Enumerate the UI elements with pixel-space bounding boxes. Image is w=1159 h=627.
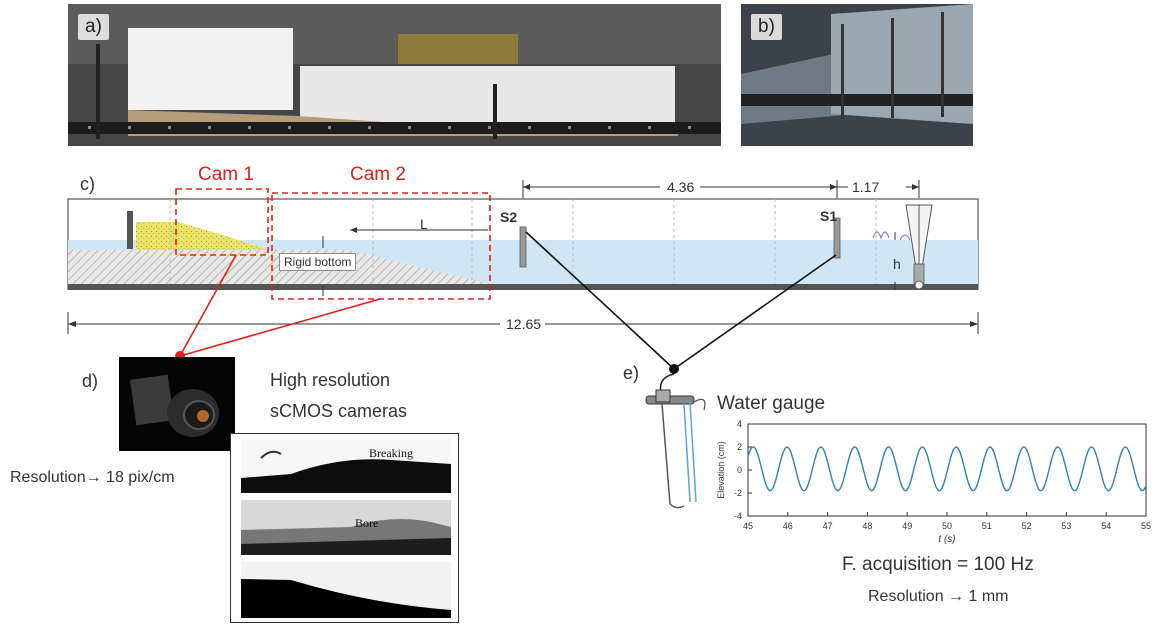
water-gauge-title: Water gauge <box>717 393 826 414</box>
acquisition-rate: F. acquisition = 100 Hz <box>842 554 1034 575</box>
camera-resolution: Resolution→ 18 pix/cm <box>10 469 175 486</box>
x-tick-label: 54 <box>1101 521 1111 531</box>
camera-icon <box>129 374 219 437</box>
camera-title-line1: High resolution <box>270 370 391 390</box>
panel-label-e: e) <box>623 363 640 383</box>
camera-frames: Breaking Bore <box>230 433 459 623</box>
cam2-fov <box>271 192 491 300</box>
frame-breaking-label: Breaking <box>369 446 413 460</box>
x-tick-label: 49 <box>902 521 912 531</box>
photo-flume-perspective-art <box>741 4 973 146</box>
y-tick-label: -4 <box>734 511 742 521</box>
cam1-fov <box>175 188 269 256</box>
cam1-label: Cam 1 <box>198 164 254 185</box>
photo-flume-side: a) <box>68 4 721 146</box>
camera-photo <box>119 357 235 451</box>
cam2-label: Cam 2 <box>350 164 406 185</box>
x-tick-label: 53 <box>1061 521 1071 531</box>
x-tick-label: 46 <box>783 521 793 531</box>
x-tick-label: 52 <box>1022 521 1032 531</box>
x-tick-label: 55 <box>1141 521 1151 531</box>
sensor-s2-label: S2 <box>500 209 518 225</box>
x-tick-label: 51 <box>982 521 992 531</box>
gauge-s1 <box>833 217 841 259</box>
x-tick-label: 50 <box>942 521 952 531</box>
y-tick-label: 0 <box>737 465 742 475</box>
length-label: L <box>420 216 428 232</box>
back-wall <box>127 211 133 249</box>
rigid-bottom-label: Rigid bottom <box>279 253 357 271</box>
frame-bore-label: Bore <box>355 516 379 530</box>
dimension-1265: 12.65 <box>506 316 542 332</box>
dimension-117: 1.17 <box>852 179 880 195</box>
panel-label-c: c) <box>80 174 95 194</box>
gauge-connector-dot <box>669 364 679 374</box>
x-tick-label: 48 <box>862 521 872 531</box>
camera-frames-art <box>231 438 458 618</box>
photo-flume-side-art <box>68 4 721 146</box>
photo-flume-perspective: b) <box>741 4 973 146</box>
gauge-resolution: Resolution → 1 mm <box>868 588 1009 605</box>
sensor-s1-label: S1 <box>820 208 838 224</box>
elevation-time-series: 45 46 47 48 49 50 51 52 53 54 55 -4 -2 0 2 4 t (s) Elevat… <box>716 419 1151 545</box>
panel-label-a: a) <box>78 14 109 40</box>
x-tick-label: 47 <box>823 521 833 531</box>
sand-beach <box>136 222 268 250</box>
y-tick-label: 4 <box>737 419 742 429</box>
x-tick-label: 45 <box>743 521 753 531</box>
panel-label-d: d) <box>82 371 99 391</box>
elevation-series-line <box>747 446 1147 492</box>
y-tick-label: -2 <box>734 488 742 498</box>
dimension-436: 4.36 <box>667 179 695 195</box>
camera-title-line2: sCMOS cameras <box>270 401 408 421</box>
water-gauge-icon <box>645 373 706 509</box>
panel-label-b: b) <box>751 14 782 40</box>
y-tick-label: 2 <box>737 442 742 452</box>
depth-label: h <box>893 256 901 272</box>
gauge-s2 <box>519 226 527 268</box>
tank-floor <box>68 284 978 290</box>
y-axis-label: Elevation (cm) <box>716 441 726 499</box>
x-axis-label: t (s) <box>938 534 955 545</box>
